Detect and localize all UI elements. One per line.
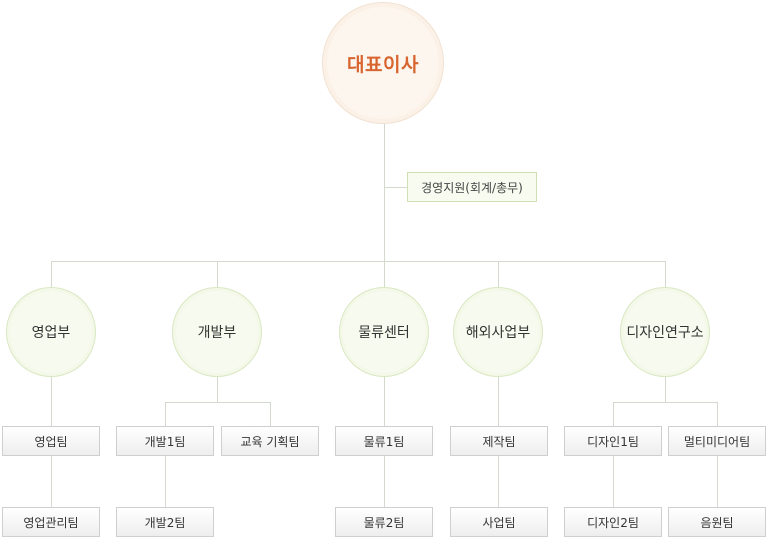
team-box: 개발2팀	[116, 507, 214, 537]
team-label: 영업팀	[34, 434, 68, 449]
team-label: 제작팀	[482, 434, 516, 449]
team-label: 물류1팀	[363, 434, 405, 449]
connector-line	[217, 377, 218, 402]
support-label: 경영지원(회계/총무)	[421, 180, 523, 195]
team-label: 음원팀	[700, 515, 734, 530]
connector-line	[498, 261, 499, 287]
team-box: 영업관리팀	[2, 507, 100, 537]
team-box: 개발1팀	[116, 426, 214, 456]
team-box: 제작팀	[450, 426, 548, 456]
connector-line	[51, 261, 52, 287]
connector-line	[270, 402, 271, 426]
team-box: 물류2팀	[335, 507, 433, 537]
connector-line	[665, 377, 666, 402]
team-box: 영업팀	[2, 426, 100, 456]
team-box: 음원팀	[668, 507, 766, 537]
dept-label: 디자인연구소	[626, 325, 704, 341]
connector-line	[51, 261, 665, 262]
support-box: 경영지원(회계/총무)	[407, 172, 537, 202]
connector-line	[165, 402, 270, 403]
team-box: 사업팀	[450, 507, 548, 537]
dept-logistics: 물류센터	[339, 287, 429, 377]
team-box: 교육 기획팀	[221, 426, 319, 456]
connector-line	[613, 402, 718, 403]
dept-label: 해외사업부	[465, 325, 531, 341]
dept-design-lab: 디자인연구소	[620, 287, 710, 377]
team-box: 디자인2팀	[564, 507, 662, 537]
dept-development: 개발부	[172, 287, 262, 377]
ceo-node: 대표이사	[322, 2, 444, 124]
connector-line	[384, 261, 385, 287]
connector-line	[384, 124, 385, 262]
team-box: 디자인1팀	[564, 426, 662, 456]
team-label: 개발1팀	[144, 434, 186, 449]
team-label: 디자인2팀	[587, 515, 639, 530]
dept-label: 개발부	[197, 325, 237, 341]
connector-line	[217, 261, 218, 287]
team-label: 영업관리팀	[23, 515, 79, 530]
ceo-label: 대표이사	[347, 53, 419, 76]
connector-line	[665, 261, 666, 287]
team-label: 물류2팀	[363, 515, 405, 530]
team-label: 개발2팀	[144, 515, 186, 530]
dept-overseas: 해외사업부	[453, 287, 543, 377]
team-box: 물류1팀	[335, 426, 433, 456]
team-label: 디자인1팀	[587, 434, 639, 449]
dept-sales: 영업부	[6, 287, 96, 377]
dept-label: 영업부	[31, 325, 71, 341]
dept-label: 물류센터	[358, 325, 410, 341]
team-label: 사업팀	[482, 515, 516, 530]
connector-line	[384, 187, 407, 188]
team-label: 교육 기획팀	[240, 434, 300, 449]
team-label: 멀티미디어팀	[683, 434, 751, 449]
team-box: 멀티미디어팀	[668, 426, 766, 456]
